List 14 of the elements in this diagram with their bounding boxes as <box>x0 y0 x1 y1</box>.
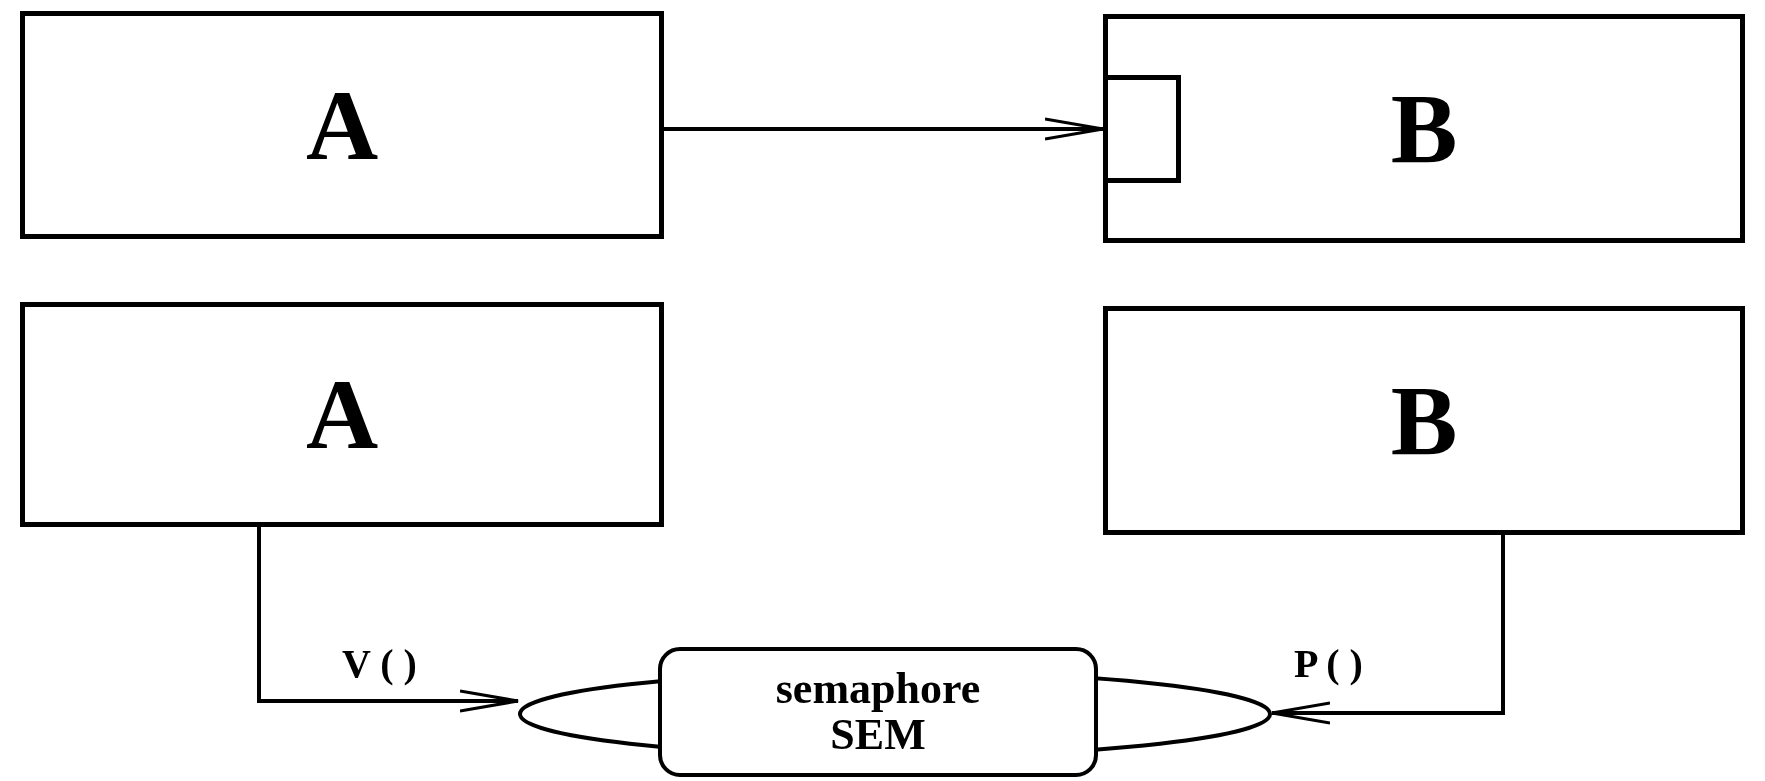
arrow <box>257 527 520 713</box>
node-label: A <box>305 68 379 183</box>
node-label: B <box>1390 364 1458 478</box>
arrow <box>664 117 1105 141</box>
port-box <box>1108 75 1181 183</box>
process-box <box>1103 306 1745 535</box>
node-label: A <box>305 358 379 472</box>
process-box <box>1103 14 1745 243</box>
process-box <box>20 302 664 527</box>
semaphore-label: semaphore SEM <box>658 647 1098 777</box>
arrow <box>1270 535 1505 725</box>
semaphore-ellipse <box>518 647 1272 779</box>
process-box <box>20 11 664 239</box>
node-label: B <box>1390 72 1458 186</box>
